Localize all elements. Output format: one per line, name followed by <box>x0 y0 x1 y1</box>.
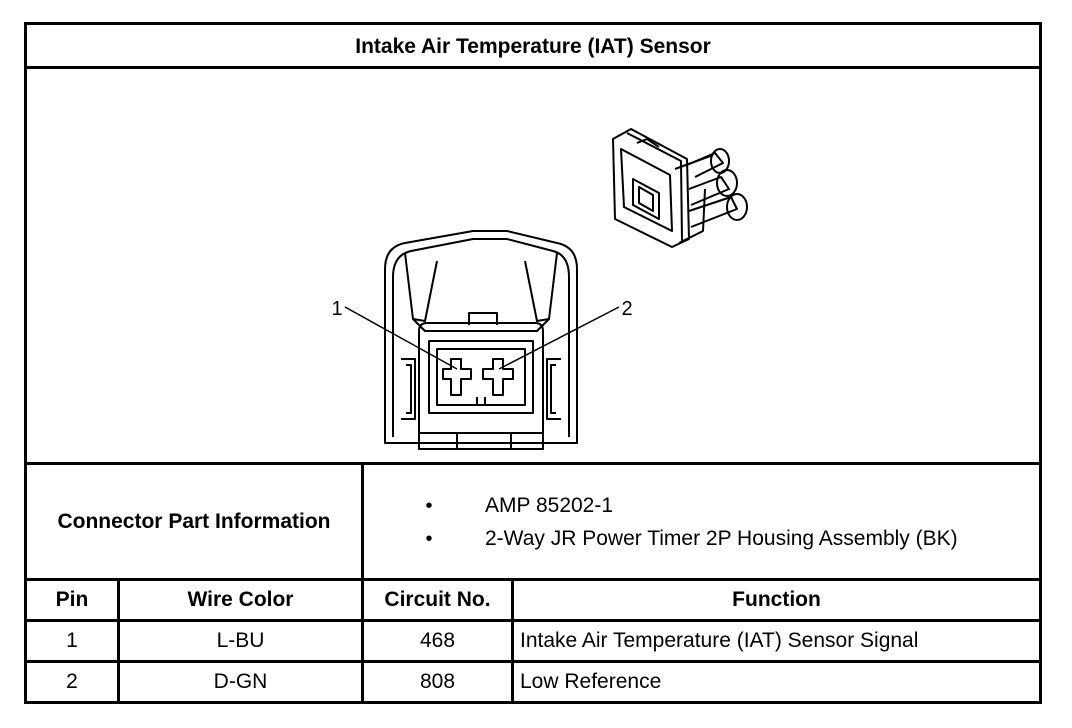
bullet-icon: • <box>425 527 433 550</box>
divider <box>361 462 364 578</box>
callout-leader-1 <box>344 306 458 370</box>
list-item: • AMP 85202-1 <box>367 490 1039 523</box>
part-info-label: Connector Part Information <box>57 509 331 533</box>
connector-figure: 1 2 <box>27 69 1039 465</box>
table-cell-wire-color: D-GN <box>213 670 268 693</box>
divider <box>27 462 1039 465</box>
divider <box>27 66 1039 69</box>
callout-leader-2 <box>498 306 620 370</box>
table-cell-pin: 2 <box>66 670 78 693</box>
header-circuit-no: Circuit No. <box>384 588 491 611</box>
divider <box>117 578 120 704</box>
list-item: • 2-Way JR Power Timer 2P Housing Assemb… <box>367 523 1039 556</box>
housing-description: 2-Way JR Power Timer 2P Housing Assembly… <box>485 527 958 550</box>
divider <box>511 578 514 704</box>
table-cell-function: Low Reference <box>520 670 662 693</box>
page-title: Intake Air Temperature (IAT) Sensor <box>355 35 711 58</box>
table-cell-circuit: 808 <box>419 670 456 693</box>
table-cell-wire-color: L-BU <box>216 629 265 652</box>
pinout-sheet: Intake Air Temperature (IAT) Sensor <box>24 22 1042 704</box>
table-cell-pin: 1 <box>66 629 78 652</box>
divider <box>27 660 1039 663</box>
divider <box>27 619 1039 622</box>
connector-illustration: 1 2 <box>331 128 748 450</box>
part-info-list: • AMP 85202-1 • 2-Way JR Power Timer 2P … <box>367 465 1039 580</box>
connector-isometric-view-icon <box>612 128 748 248</box>
callout-1: 1 <box>331 298 342 320</box>
part-number: AMP 85202-1 <box>485 494 614 517</box>
table-cell-circuit: 468 <box>419 629 456 652</box>
connector-face-view-icon <box>344 230 620 450</box>
header-wire-color: Wire Color <box>187 588 294 611</box>
header-function: Function <box>732 588 821 611</box>
header-pin: Pin <box>55 588 89 611</box>
divider <box>361 578 364 704</box>
bullet-icon: • <box>425 494 433 517</box>
divider <box>27 578 1039 581</box>
table-cell-function: Intake Air Temperature (IAT) Sensor Sign… <box>520 629 919 652</box>
callout-2: 2 <box>621 298 632 320</box>
